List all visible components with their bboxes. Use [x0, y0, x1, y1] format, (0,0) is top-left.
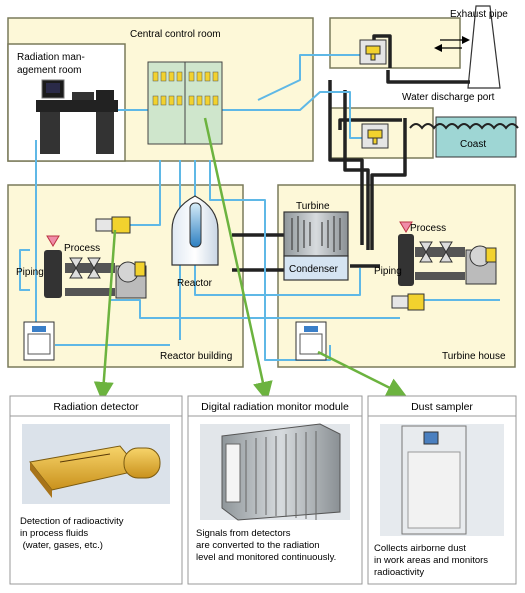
coast-label: Coast — [460, 139, 486, 150]
exhaust-stack — [467, 5, 501, 89]
radiation-detector-photo — [22, 424, 170, 504]
reactor-label: Reactor — [177, 278, 213, 289]
exhaust-detector — [359, 39, 387, 65]
card-title-monitor-module: Digital radiation monitor module — [201, 401, 349, 413]
piping-left-label: Piping — [16, 267, 44, 278]
process-right-label: Process — [410, 223, 446, 234]
card-caption-line: are converted to the radiation — [196, 540, 320, 551]
card-caption-line: Signals from detectors — [196, 528, 291, 539]
condenser-label: Condenser — [289, 264, 339, 275]
water-discharge-label: Water discharge port — [402, 92, 495, 103]
central-control-room-label: Central control room — [130, 29, 221, 40]
monitor-module-photo — [200, 423, 350, 521]
card-caption-line: radioactivity — [374, 567, 424, 578]
dust-sampler-photo — [380, 424, 504, 536]
card-caption-line: Collects airborne dust — [374, 543, 466, 554]
arrow-to-dust-sampler — [317, 350, 407, 397]
condenser-unit — [283, 255, 349, 281]
reactor-building-label: Reactor building — [160, 351, 232, 362]
left-process-piping — [44, 235, 147, 299]
card-caption-line: Detection of radioactivity — [20, 516, 124, 527]
turbine-house-label: Turbine house — [442, 351, 506, 362]
exhaust-pipe-label: Exhaust pipe — [450, 9, 508, 20]
card-caption-line: in work areas and monitors — [374, 555, 488, 566]
card-caption-line: level and monitored continuously. — [196, 552, 336, 563]
process-left-label: Process — [64, 243, 100, 254]
turbine-label: Turbine — [296, 201, 330, 212]
radiation-room-label-line2: agement room — [17, 65, 81, 76]
card-caption-line: (water, gases, etc.) — [20, 540, 103, 551]
reactor-monitor-cabinet — [23, 321, 55, 361]
right-process-piping — [398, 221, 497, 286]
radiation-room-label-line1: Radiation man- — [17, 52, 85, 63]
discharge-detector — [361, 123, 389, 149]
card-title-radiation-detector: Radiation detector — [53, 401, 139, 413]
exhaust-room — [329, 17, 461, 69]
reactor-building-detector — [95, 216, 131, 234]
arrow-to-radiation-detector — [93, 229, 117, 402]
card-caption-line: in process fluids — [20, 528, 88, 539]
control-panel — [147, 61, 223, 145]
management-desk — [36, 79, 118, 154]
card-title-dust-sampler: Dust sampler — [411, 401, 473, 413]
turbine-unit — [283, 211, 349, 257]
turbine-house-detector — [391, 293, 425, 311]
arrow-to-monitor-module — [203, 117, 273, 402]
piping-right-label: Piping — [374, 266, 402, 277]
reactor-vessel — [171, 195, 219, 266]
